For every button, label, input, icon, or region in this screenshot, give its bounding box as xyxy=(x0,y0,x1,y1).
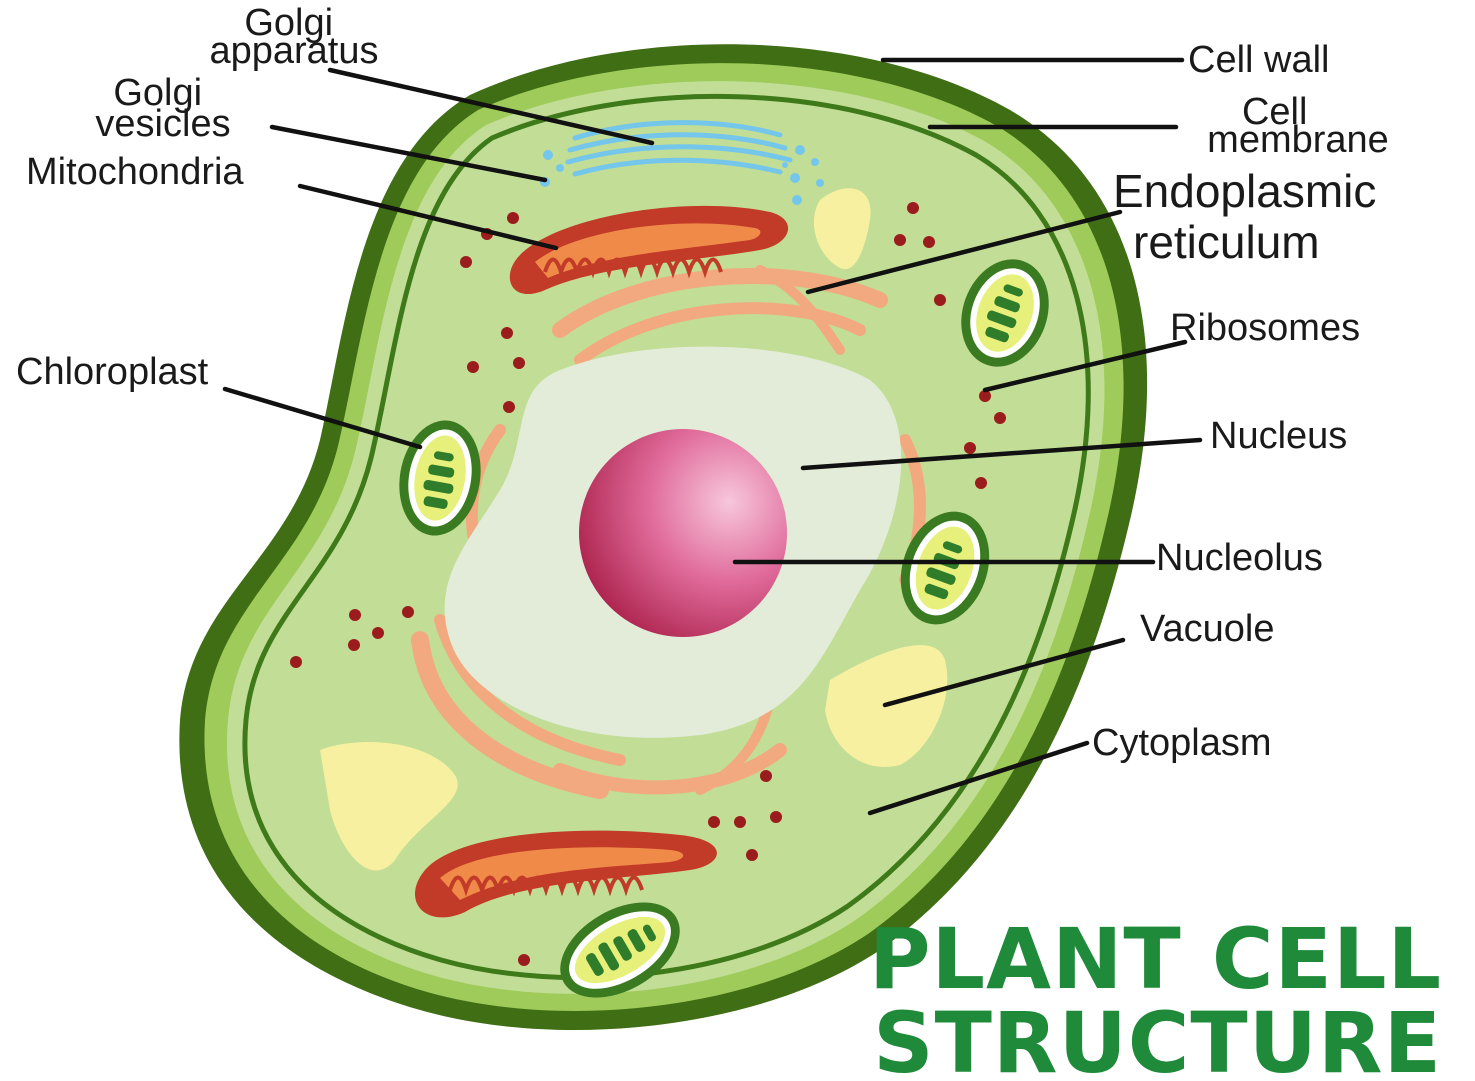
nucleolus xyxy=(579,429,787,637)
label-ribosomes: Ribosomes xyxy=(1170,307,1360,349)
label-vacuole: Vacuole xyxy=(1140,608,1275,650)
label-endoplasmic-reticulum: Endoplasmic reticulum xyxy=(1113,165,1389,268)
label-nucleolus: Nucleolus xyxy=(1156,537,1323,579)
label-mitochondria: Mitochondria xyxy=(26,151,244,193)
label-nucleus: Nucleus xyxy=(1210,415,1347,457)
label-cell-membrane: Cell membrane xyxy=(1207,91,1389,161)
label-golgi-apparatus: Golgi apparatus xyxy=(209,2,378,72)
label-golgi-vesicles: Golgi vesicles xyxy=(95,72,230,145)
label-cytoplasm: Cytoplasm xyxy=(1092,722,1272,764)
label-cell-wall: Cell wall xyxy=(1188,39,1329,81)
label-chloroplast: Chloroplast xyxy=(16,351,209,393)
title-line-2: STRUCTURE xyxy=(873,994,1442,1081)
